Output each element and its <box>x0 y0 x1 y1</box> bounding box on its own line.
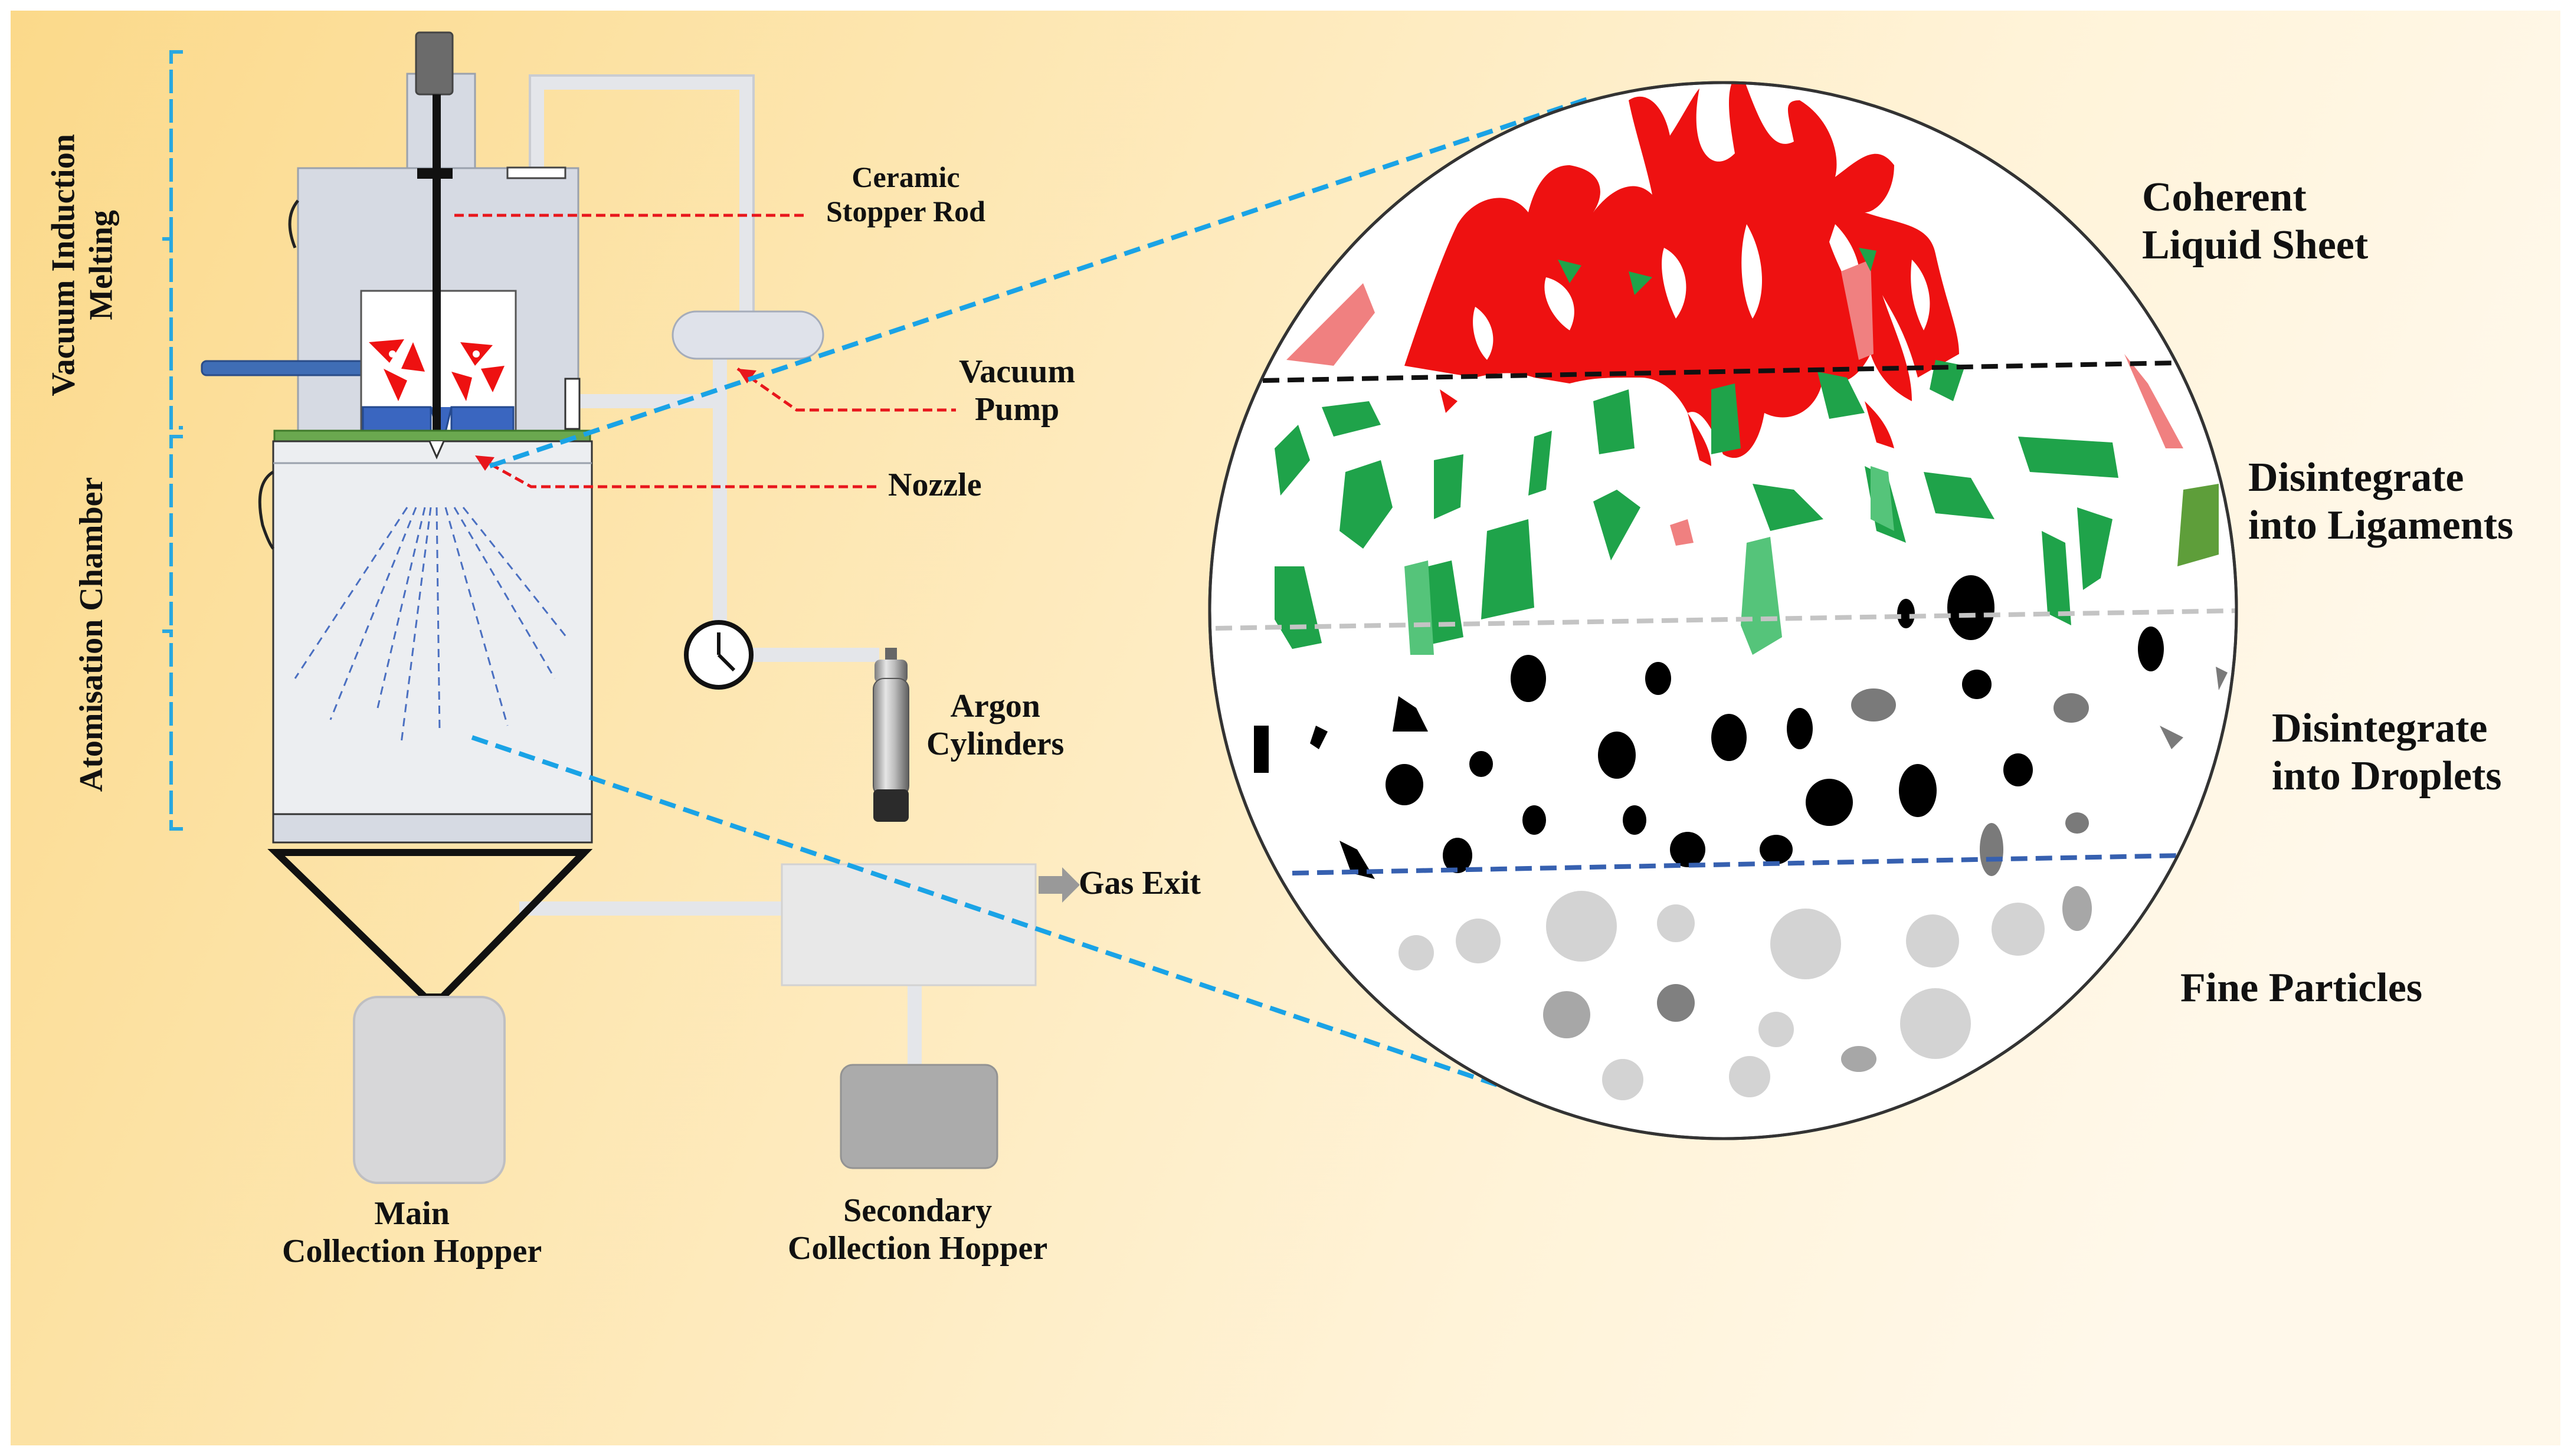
main-collection-hopper-label: Main Collection Hopper <box>282 1195 542 1270</box>
ceramic-stopper-rod-label: Ceramic Stopper Rod <box>826 160 985 228</box>
magnified-view <box>1208 81 2238 1140</box>
stopper-motor <box>415 31 454 96</box>
zoom-lines <box>471 97 1589 1091</box>
vacuum-pump <box>672 310 824 360</box>
ceramic-stopper-rod <box>433 94 441 440</box>
argon-cylinder-icon <box>873 648 909 822</box>
ligaments <box>1275 360 2118 649</box>
secondary-collection-hopper <box>840 1064 998 1169</box>
section-brackets <box>162 50 183 831</box>
stage-ligaments-label: Disintegrate into Ligaments <box>2248 455 2514 548</box>
separator-plate <box>273 429 591 442</box>
gas-exit-label: Gas Exit <box>1079 865 1201 901</box>
pressure-gauge-icon <box>684 620 754 690</box>
vacuum-pipe-upper <box>530 76 754 319</box>
nozzle-label: Nozzle <box>888 467 982 503</box>
atomisation-chamber-label: Atomisation Chamber <box>73 477 110 792</box>
atomisation-chamber <box>258 440 593 844</box>
fine-particles <box>1399 886 2092 1100</box>
cyclone-separator <box>781 863 1037 986</box>
argon-cylinders-label: Argon Cylinders <box>926 688 1065 763</box>
chamber-bottom-ring <box>272 813 593 844</box>
chamber-handle <box>258 470 275 550</box>
vacuum-induction-melting-unit <box>201 31 581 441</box>
divider-ligaments-droplets <box>1215 608 2236 631</box>
stage-coherent-label: Coherent Liquid Sheet <box>2142 175 2369 268</box>
vacuum-induction-melting-label: Vacuum Induction Melting <box>45 134 120 396</box>
secondary-collection-hopper-label: Secondary Collection Hopper <box>788 1192 1048 1267</box>
stage-droplets-label: Disintegrate into Droplets <box>2272 706 2502 799</box>
chamber-body <box>272 440 593 844</box>
inlet-pipe <box>201 360 368 376</box>
coherent-liquid-sheet <box>1404 83 1959 466</box>
droplets <box>1254 575 2164 879</box>
vacuum-pump-pointer <box>736 367 956 412</box>
divider-sheet-ligaments <box>1262 360 2178 383</box>
melting-chamber-handle <box>288 199 299 248</box>
stage-fine-particles-label: Fine Particles <box>2180 965 2423 1011</box>
sight-glass <box>564 378 581 430</box>
vacuum-port <box>506 166 566 179</box>
main-collection-hopper <box>353 996 506 1184</box>
vacuum-pump-label: Vacuum Pump <box>959 353 1076 428</box>
gas-spray <box>294 507 568 744</box>
nozzle-pointer <box>477 455 879 488</box>
pointer-lines <box>454 214 956 488</box>
gas-exit-arrow-icon <box>1039 867 1080 903</box>
